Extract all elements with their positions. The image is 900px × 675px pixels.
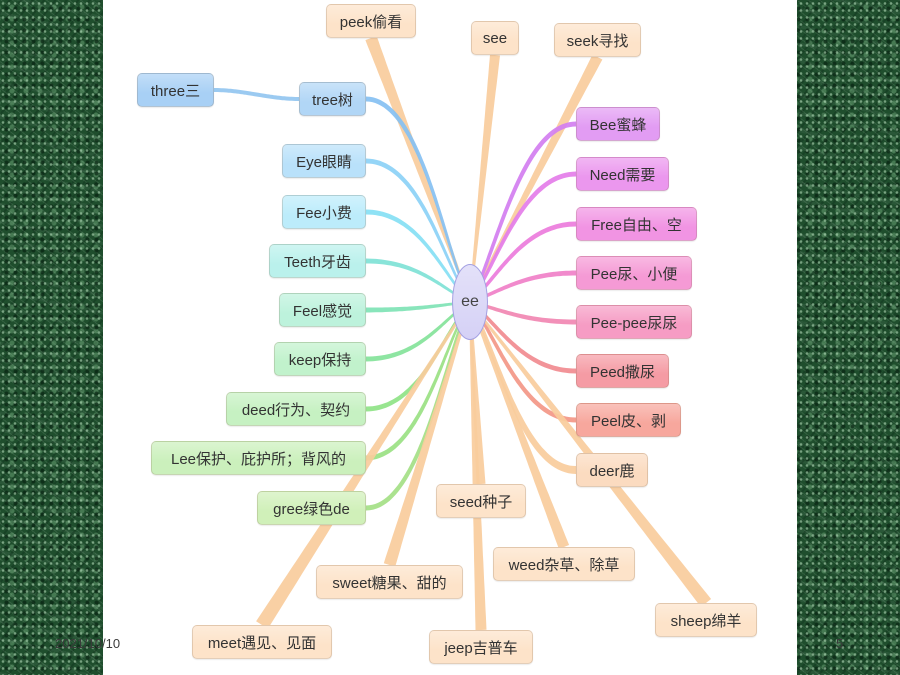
node-eye: Eye眼睛 bbox=[282, 144, 366, 178]
node-seek: seek寻找 bbox=[554, 23, 641, 57]
node-jeep: jeep吉普车 bbox=[429, 630, 533, 664]
center-node: ee bbox=[452, 264, 488, 340]
node-need: Need需要 bbox=[576, 157, 669, 191]
connector-line bbox=[469, 54, 500, 303]
node-bee: Bee蜜蜂 bbox=[576, 107, 660, 141]
node-free: Free自由、空 bbox=[576, 207, 697, 241]
node-lee: Lee保护、庇护所；背风的 bbox=[151, 441, 366, 475]
node-three: three三 bbox=[137, 73, 214, 107]
node-pee: Pee尿、小便 bbox=[576, 256, 692, 290]
node-fee: Fee小费 bbox=[282, 195, 366, 229]
connector-line bbox=[469, 301, 570, 549]
connector-line bbox=[366, 258, 471, 303]
node-deer: deer鹿 bbox=[576, 453, 648, 487]
node-tree: tree树 bbox=[299, 82, 366, 116]
connector-line bbox=[365, 35, 471, 303]
page-number: 5 bbox=[836, 636, 844, 651]
node-meet: meet遇见、见面 bbox=[192, 625, 332, 659]
node-peek: peek偷看 bbox=[326, 4, 416, 38]
node-teeth: Teeth牙齿 bbox=[269, 244, 366, 278]
connector-line bbox=[469, 300, 576, 325]
node-seed: seed种子 bbox=[436, 484, 526, 518]
node-sheep: sheep绵羊 bbox=[655, 603, 757, 637]
node-sweet: sweet糖果、甜的 bbox=[316, 565, 463, 599]
node-gree: gree绿色de bbox=[257, 491, 366, 525]
connector-line bbox=[383, 301, 471, 567]
slide-date: 2021/10/10 bbox=[55, 636, 121, 651]
node-weed: weed杂草、除草 bbox=[493, 547, 635, 581]
connector-line bbox=[214, 88, 299, 101]
connector-line bbox=[469, 302, 487, 631]
node-feel: Feel感觉 bbox=[279, 293, 366, 327]
connector-line bbox=[366, 301, 471, 313]
node-deed: deed行为、契约 bbox=[226, 392, 366, 426]
node-keep: keep保持 bbox=[274, 342, 366, 376]
node-peel: Peel皮、剥 bbox=[576, 403, 681, 437]
node-pee-pee: Pee-pee尿尿 bbox=[576, 305, 692, 339]
node-see: see bbox=[471, 21, 519, 55]
node-peed: Peed撒尿 bbox=[576, 354, 669, 388]
